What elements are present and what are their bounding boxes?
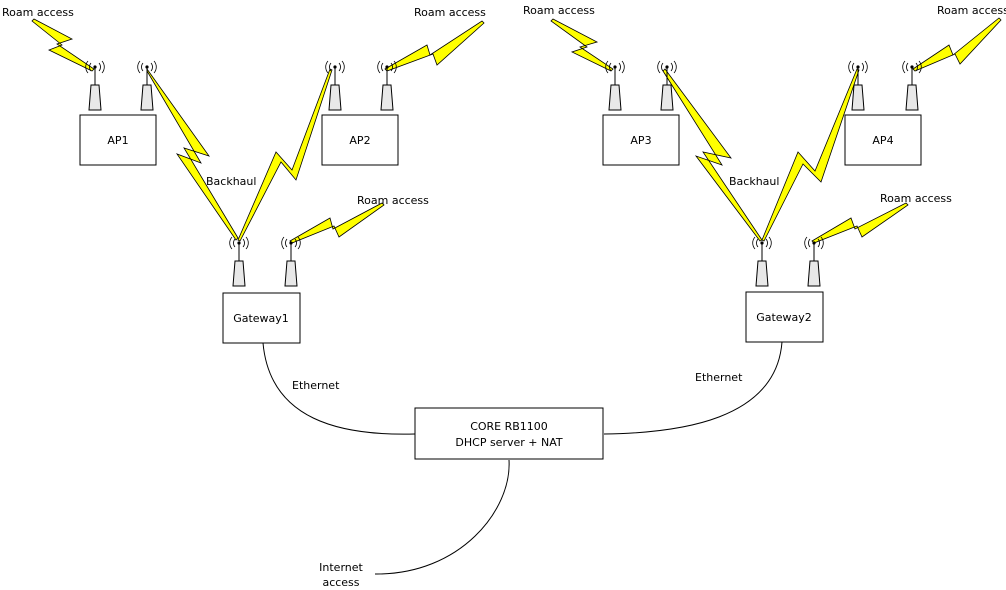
antenna-icon [281,236,301,287]
internet-cable [374,459,510,575]
roam-bolt-ap2 [384,20,485,72]
internet-access-label-line2: access [322,576,359,589]
roam-access-label-ap1: Roam access [2,6,74,19]
ethernet-label-right: Ethernet [695,371,743,384]
roam-access-label-ap4: Roam access [937,4,1006,17]
ethernet-cable-gateway2 [603,341,783,435]
backhaul-bolt-gw1-ap1 [146,67,239,241]
ethernet-label-left: Ethernet [292,379,340,392]
backhaul-label-right: Backhaul [729,175,779,188]
roam-bolt-gateway2 [811,202,909,244]
roam-access-label-ap3: Roam access [523,4,595,17]
roam-access-label-gateway1: Roam access [357,194,429,207]
ethernet-cable-gateway1 [262,342,416,435]
node-ap4: AP4 [844,114,922,166]
antenna-icon [804,236,824,287]
roam-bolt-gateway1 [289,202,385,244]
node-gateway1: Gateway1 [222,292,301,344]
core-label-line2: DHCP server + NAT [455,436,562,449]
antenna-icon [229,236,249,287]
node-label: AP3 [630,134,651,147]
roam-bolt-ap3 [550,18,614,72]
roam-access-label-gateway2: Roam access [880,192,952,205]
node-core-router: CORE RB1100 DHCP server + NAT [414,407,604,460]
antenna-icon [137,60,157,111]
node-label: AP1 [107,134,128,147]
node-label: Gateway1 [233,312,289,325]
node-ap3: AP3 [602,114,680,166]
antenna-icon [752,236,772,287]
backhaul-bolt-gw2-ap3 [662,68,763,242]
backhaul-bolt-gw2-ap4 [761,68,860,242]
node-label: AP2 [349,134,370,147]
backhaul-label-left: Backhaul [206,175,256,188]
antenna-icon [325,60,345,111]
node-gateway2: Gateway2 [745,291,824,343]
core-label-line1: CORE RB1100 [470,420,548,433]
node-label: Gateway2 [756,311,812,324]
internet-access-label-line1: Internet [319,561,363,574]
node-ap2: AP2 [321,114,399,166]
backhaul-bolt-gw1-ap2 [237,68,333,242]
roam-access-label-ap2: Roam access [414,6,486,19]
roam-bolt-ap4 [912,17,1002,72]
node-label: AP4 [872,134,893,147]
roam-bolt-ap1 [31,18,95,72]
node-ap1: AP1 [79,114,157,166]
